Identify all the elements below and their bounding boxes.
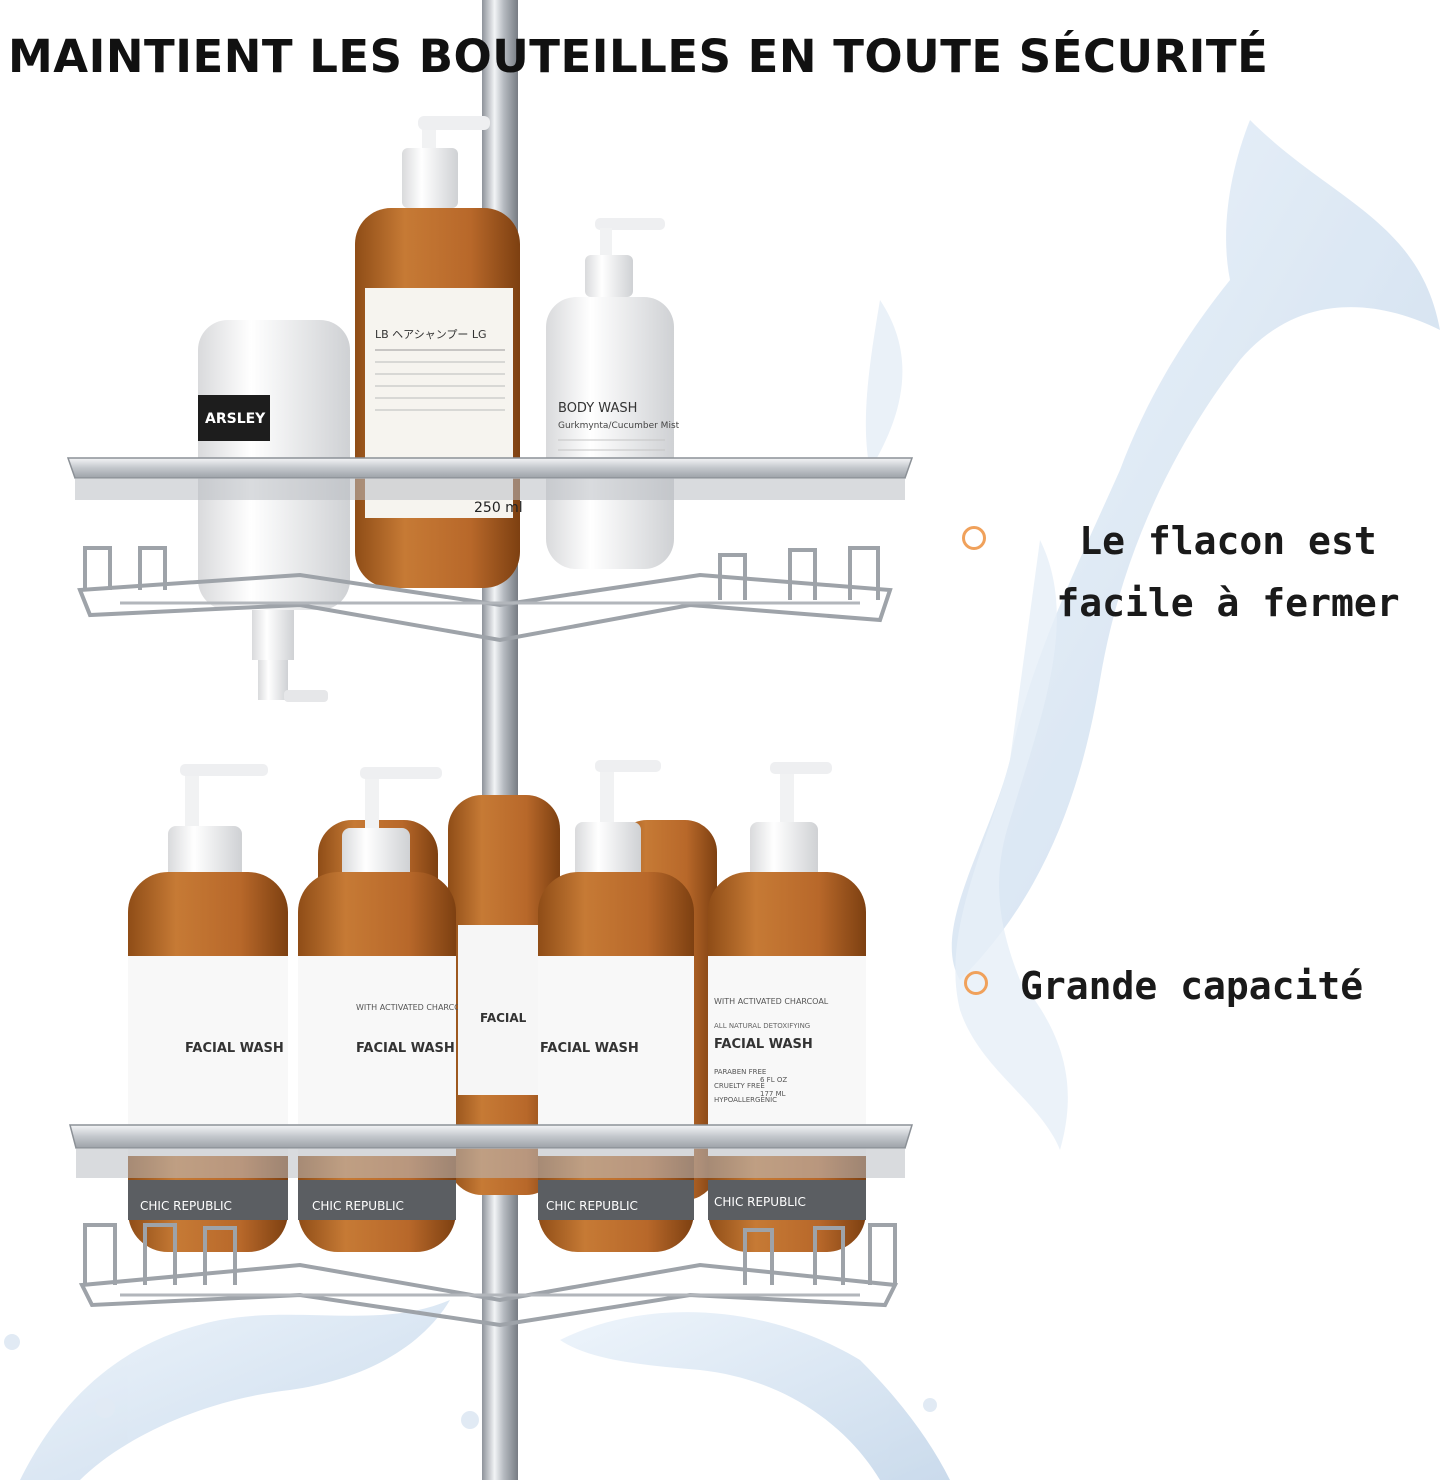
svg-text:CRUELTY FREE: CRUELTY FREE — [714, 1082, 765, 1090]
svg-text:FACIAL WASH: FACIAL WASH — [714, 1037, 813, 1052]
svg-text:ALL NATURAL DETOXIFYING: ALL NATURAL DETOXIFYING — [714, 1022, 810, 1030]
feature-label: Grande capacité — [1020, 964, 1364, 1008]
svg-text:ARSLEY: ARSLEY — [205, 411, 266, 427]
water-splash-bottom — [4, 1300, 950, 1480]
water-splash-right — [865, 120, 1440, 1150]
svg-text:LB ヘアシャンプー LG: LB ヘアシャンプー LG — [375, 328, 487, 341]
circle-bullet-icon — [962, 526, 986, 550]
svg-text:FACIAL WASH: FACIAL WASH — [185, 1041, 284, 1056]
top-shelf-bottles: ARSLEY LB ヘアシャンプー LG 250 ml BODY WASH — [198, 116, 680, 702]
svg-text:CHIC REPUBLIC: CHIC REPUBLIC — [140, 1199, 232, 1213]
svg-text:CHIC REPUBLIC: CHIC REPUBLIC — [546, 1199, 638, 1213]
svg-text:CHIC REPUBLIC: CHIC REPUBLIC — [312, 1199, 404, 1213]
svg-text:CHIC REPUBLIC: CHIC REPUBLIC — [714, 1195, 806, 1209]
svg-text:250 ml: 250 ml — [474, 500, 523, 516]
svg-text:FACIAL WASH: FACIAL WASH — [540, 1041, 639, 1056]
svg-text:6 FL OZ: 6 FL OZ — [760, 1076, 787, 1084]
feature-label: Le flacon est facile à fermer — [1056, 519, 1400, 625]
bottom-shelf-rack — [69, 1124, 914, 1328]
feature-easy-close: Le flacon est facile à fermer — [962, 510, 1418, 634]
svg-text:WITH ACTIVATED CHARCOAL: WITH ACTIVATED CHARCOAL — [714, 997, 829, 1006]
svg-text:PARABEN FREE: PARABEN FREE — [714, 1068, 766, 1076]
svg-text:FACIAL: FACIAL — [480, 1011, 527, 1025]
top-shelf-rack — [66, 457, 914, 643]
feature-large-capacity: Grande capacité — [964, 955, 1363, 1017]
svg-text:WITH ACTIVATED CHARCOAL: WITH ACTIVATED CHARCOAL — [356, 1003, 471, 1012]
bottom-shelf-bottles: CHIC REPUBLIC FACIAL WASH CHIC REPUBLIC … — [128, 760, 866, 1252]
circle-bullet-icon — [964, 971, 988, 995]
svg-text:Gurkmynta/Cucumber Mist: Gurkmynta/Cucumber Mist — [558, 421, 680, 431]
svg-text:BODY WASH: BODY WASH — [558, 401, 637, 416]
svg-text:177 ML: 177 ML — [760, 1090, 786, 1098]
svg-text:FACIAL WASH: FACIAL WASH — [356, 1041, 455, 1056]
headline-title: MAINTIENT LES BOUTEILLES EN TOUTE SÉCURI… — [8, 30, 1269, 83]
svg-text:HYPOALLERGENIC: HYPOALLERGENIC — [714, 1096, 777, 1104]
